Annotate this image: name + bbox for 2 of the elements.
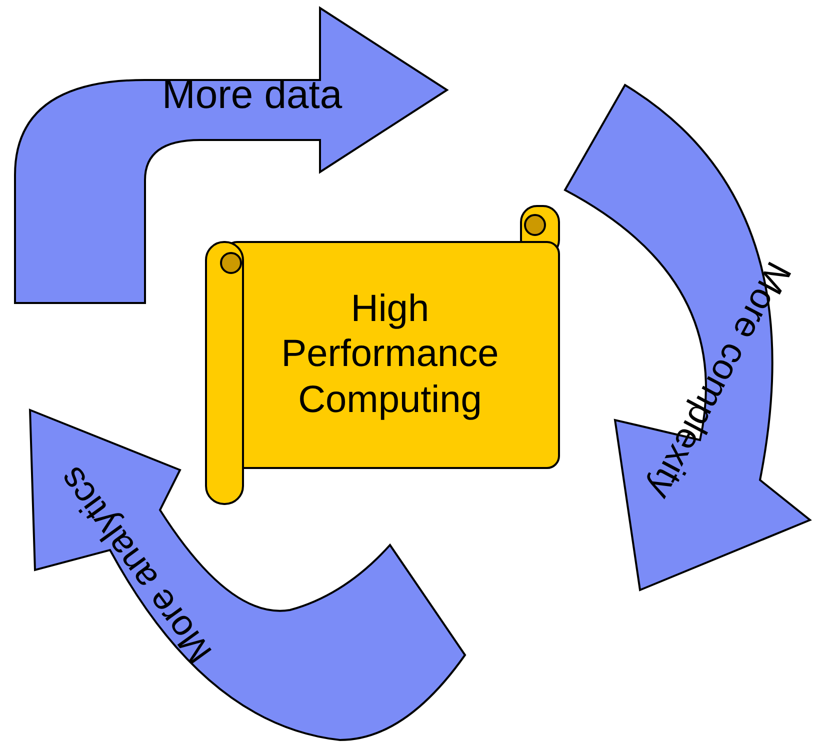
scroll-title: High Performance Computing <box>280 286 500 423</box>
arrow-label: More data <box>162 72 342 119</box>
